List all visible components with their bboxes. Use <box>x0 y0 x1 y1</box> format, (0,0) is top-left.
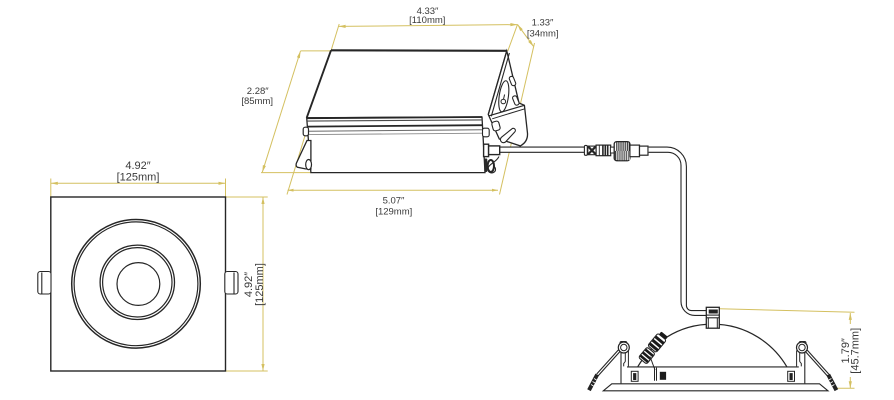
svg-text:1.79″: 1.79″ <box>840 338 852 363</box>
svg-text:[129mm]: [129mm] <box>375 207 412 218</box>
svg-text:[125mm]: [125mm] <box>117 171 160 183</box>
svg-text:[45.7mm]: [45.7mm] <box>850 328 862 374</box>
svg-text:[125mm]: [125mm] <box>254 263 266 306</box>
svg-text:4.92″: 4.92″ <box>125 160 150 172</box>
svg-text:4.33″: 4.33″ <box>417 6 439 17</box>
svg-text:[110mm]: [110mm] <box>409 15 445 26</box>
svg-text:2.28″: 2.28″ <box>247 86 269 97</box>
svg-text:[34mm]: [34mm] <box>527 29 559 40</box>
svg-text:1.33″: 1.33″ <box>532 18 554 29</box>
svg-text:4.92″: 4.92″ <box>243 272 255 297</box>
svg-text:5.07″: 5.07″ <box>383 196 405 207</box>
svg-text:[85mm]: [85mm] <box>241 96 273 107</box>
